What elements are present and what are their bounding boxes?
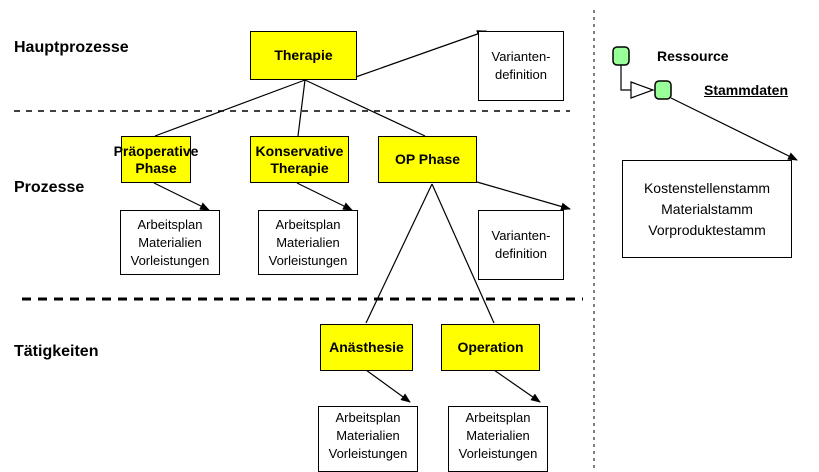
resource-item: Materialien [276, 234, 340, 250]
legend-triangle [630, 81, 655, 99]
node-therapie-label: Therapie [274, 47, 333, 63]
edge-opphase-anaesthesie [365, 183, 433, 324]
node-praeoperative-line1: Präoperative [113, 142, 199, 159]
edge-konservative-resources [296, 182, 353, 211]
resource-item: Arbeitsplan [275, 216, 341, 232]
legend-masterdata-node [654, 80, 672, 100]
edge-therapie-variant [349, 30, 487, 80]
legend-masterdata-label: Stammdaten [704, 82, 789, 98]
edge-therapie-praeoperative [154, 79, 306, 137]
resource-item: Vorleistungen [130, 252, 210, 268]
resource-list-anaesthesie: Arbeitsplan Materialien Vorleistungen [318, 406, 418, 472]
edge-opphase-operation [431, 183, 495, 324]
master-data-item: Kostenstellenstamm [643, 179, 771, 196]
node-therapie[interactable]: Therapie [250, 31, 357, 80]
resource-item: Vorleistungen [268, 252, 348, 268]
resource-list-operation: Arbeitsplan Materialien Vorleistungen [448, 406, 548, 472]
variant-definition-box-op: Varianten- definition [478, 210, 564, 280]
resource-item: Arbeitsplan [465, 410, 531, 425]
node-op-phase-label: OP Phase [394, 151, 461, 167]
level-label-main-processes: Hauptprozesse [14, 39, 129, 56]
resource-item: Vorleistungen [328, 446, 408, 461]
master-data-box: Kostenstellenstamm Materialstamm Vorprod… [622, 160, 792, 258]
resource-item: Materialien [466, 428, 530, 443]
resource-item: Arbeitsplan [335, 410, 401, 425]
legend-resource-node [612, 46, 630, 66]
edge-operation-resources [493, 369, 541, 403]
variant-definition-line2: definition [494, 67, 548, 82]
resource-item: Materialien [138, 234, 202, 250]
variant-definition-box: Varianten- definition [478, 31, 564, 101]
level-label-activities: Tätigkeiten [14, 343, 99, 360]
level-label-processes: Prozesse [14, 179, 85, 196]
legend-connector [620, 65, 631, 91]
resource-list-konservative: Arbeitsplan Materialien Vorleistungen [258, 210, 358, 275]
node-anaesthesie[interactable]: Anästhesie [320, 324, 413, 371]
node-anaesthesie-label: Anästhesie [329, 339, 404, 355]
node-konservative-line2: Therapie [270, 159, 329, 176]
edge-anaesthesie-resources [365, 369, 411, 403]
node-operation[interactable]: Operation [441, 324, 540, 371]
edge-praeoperative-resources [153, 182, 210, 211]
variant-definition-op-line2: definition [494, 246, 548, 261]
resource-list-praeoperative: Arbeitsplan Materialien Vorleistungen [120, 210, 220, 275]
edge-therapie-konservative [297, 79, 306, 137]
node-praeoperative-line2: Phase [135, 159, 177, 176]
node-op-phase[interactable]: OP Phase [378, 136, 477, 183]
node-konservative-therapie[interactable]: Konservative Therapie [250, 136, 349, 183]
node-konservative-line1: Konservative [255, 142, 344, 159]
variant-definition-line1: Varianten- [491, 49, 551, 64]
resource-item: Materialien [336, 428, 400, 443]
master-data-item: Materialstamm [661, 200, 753, 217]
master-data-item: Vorproduktestamm [648, 221, 766, 238]
legend-resource-label: Ressource [657, 48, 729, 64]
resource-item: Vorleistungen [458, 446, 538, 461]
node-operation-label: Operation [457, 339, 524, 355]
edge-opphase-variant [476, 181, 571, 211]
edge-legend-masterdata [670, 97, 798, 161]
edge-therapie-opphase [304, 79, 426, 137]
node-praeoperative-phase[interactable]: Präoperative Phase [114, 136, 198, 183]
variant-definition-op-line1: Varianten- [491, 228, 551, 243]
resource-item: Arbeitsplan [137, 216, 203, 232]
